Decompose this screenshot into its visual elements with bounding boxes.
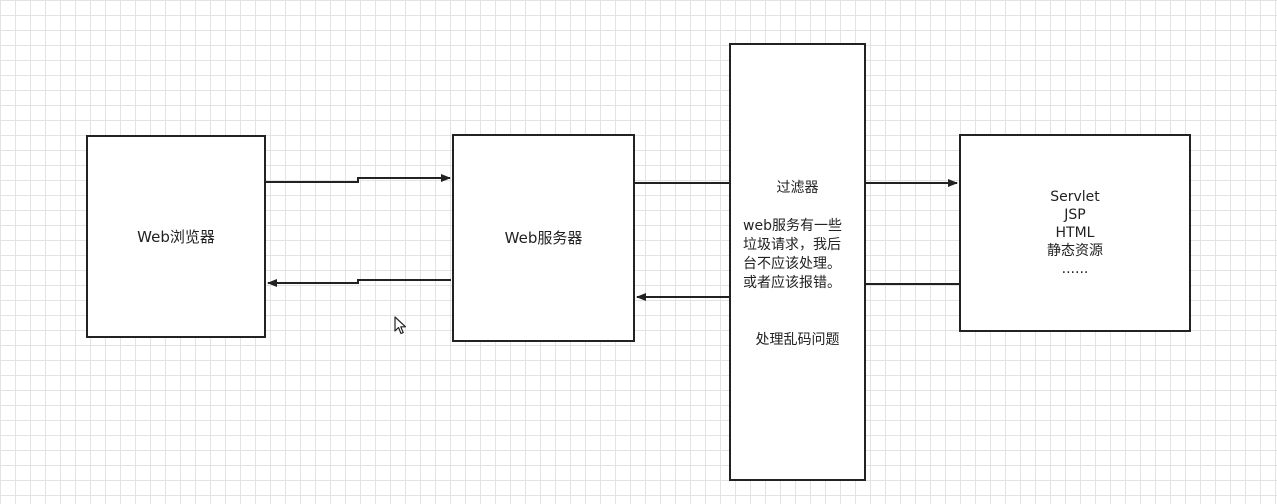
web-server-label: Web服务器 bbox=[504, 229, 583, 247]
filter-description-line: 台不应该处理。 bbox=[743, 256, 841, 272]
resources-list: Servlet JSP HTML 静态资源 ...... bbox=[961, 188, 1189, 278]
filter-title: 过滤器 bbox=[776, 180, 819, 196]
resource-item: JSP bbox=[1064, 207, 1086, 223]
mouse-cursor-icon bbox=[394, 316, 407, 335]
filter-description-line: 或者应该报错。 bbox=[743, 275, 841, 291]
web-server-box[interactable]: Web服务器 bbox=[452, 134, 635, 342]
web-browser-box[interactable]: Web浏览器 bbox=[86, 135, 266, 338]
arrow-browser-to-server bbox=[266, 174, 451, 183]
filter-description-line: web服务有一些 bbox=[743, 218, 842, 234]
resource-item: HTML bbox=[1055, 225, 1095, 241]
filter-description: web服务有一些 垃圾请求，我后 台不应该处理。 或者应该报错。 bbox=[743, 217, 856, 293]
resource-item: ...... bbox=[1061, 261, 1089, 277]
resources-box[interactable]: Servlet JSP HTML 静态资源 ...... bbox=[959, 134, 1191, 332]
arrow-server-to-browser bbox=[267, 279, 451, 287]
filter-description-line: 垃圾请求，我后 bbox=[743, 237, 841, 253]
web-browser-label: Web浏览器 bbox=[137, 227, 215, 246]
filter-extra-note: 处理乱码问题 bbox=[755, 332, 840, 348]
resource-item: Servlet bbox=[1050, 189, 1100, 205]
resource-item: 静态资源 bbox=[1047, 243, 1103, 259]
filter-box[interactable]: 过滤器 web服务有一些 垃圾请求，我后 台不应该处理。 或者应该报错。 处理乱… bbox=[729, 43, 866, 481]
